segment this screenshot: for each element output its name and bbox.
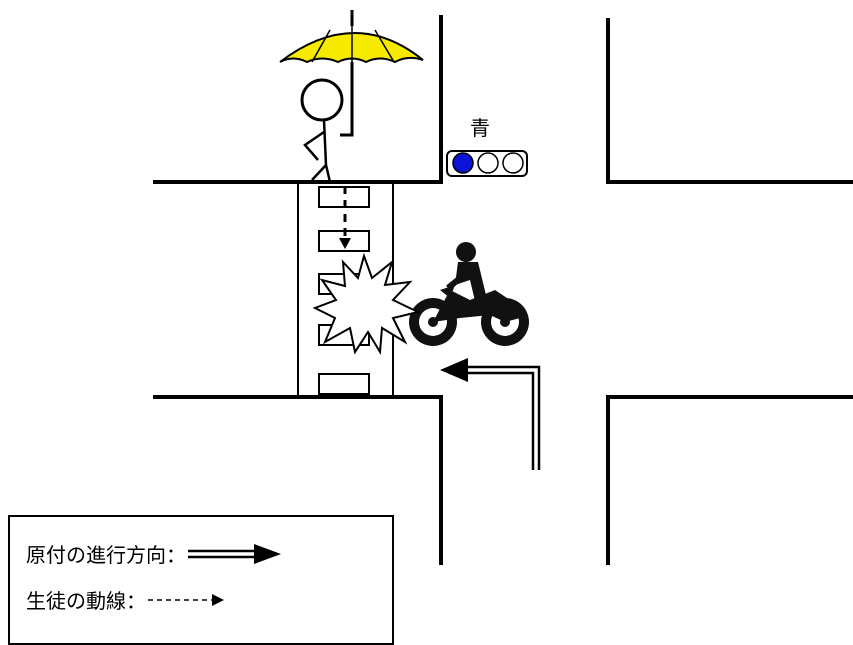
moped-direction-arrow [440,358,541,470]
double-arrow-icon [188,543,281,564]
collision-burst-icon [312,252,421,356]
signal-lamp-blue [452,152,474,174]
signal-lamp [502,152,524,174]
legend-moped-label: 原付の進行方向： [26,543,186,567]
umbrella-handle [340,62,354,137]
rider-helmet [456,242,476,262]
road-edge-bottom-left [153,395,443,565]
legend-student-label: 生徒の動線： [26,589,146,613]
road-edges [153,15,853,565]
road-edge-top-left [153,15,443,184]
path-arrowhead [339,238,351,249]
student-path [339,186,351,249]
dashed-arrow-icon [148,593,224,606]
crosswalk-stripe [318,373,370,395]
legend-row-moped: 原付の進行方向： [26,539,286,568]
pedestrian-with-umbrella-icon [279,10,424,183]
motorcycle-rider-icon [409,242,529,346]
road-edge-top-right [606,18,853,184]
road-edge-bottom-right [606,395,853,565]
signal-lamp [477,152,499,174]
signal-label: 青 [470,116,490,140]
legend-row-student: 生徒の動線： [26,585,236,614]
traffic-signal [446,150,528,177]
pedestrian-head [300,78,344,122]
legend: 原付の進行方向： 生徒の動線： [8,515,394,645]
